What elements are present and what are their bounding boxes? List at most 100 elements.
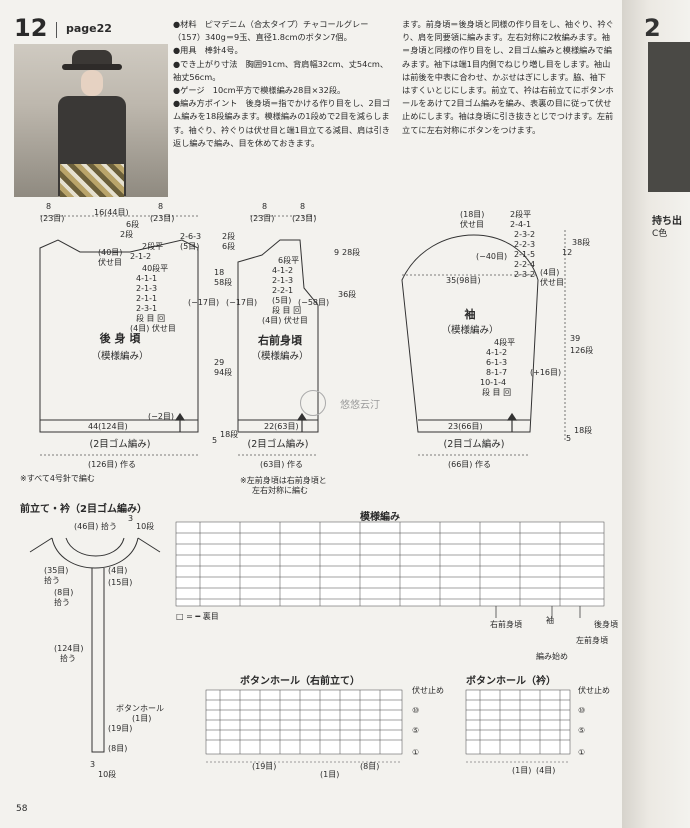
points-text: ●編み方ポイント 後身頃＝指でかける作り目をし、2目ゴム編みを18段編みます。模… [173,98,391,148]
front-top-2: 8 [300,202,306,211]
band-l9: (124目) [54,644,84,653]
hat-shape [72,50,112,68]
back-top-small-4: 6段 [222,242,236,251]
model-photo [14,44,168,197]
points-continued-text: ます。前身頃＝後身頃と同様の作り目をし、袖ぐり、衿ぐり、肩を同要領に編みます。左… [402,19,614,135]
sleeve-h-1: 39 [570,334,581,343]
back-top-small-2: 2段 [120,230,134,239]
back-outline [39,239,199,433]
sleeve-cast-on: (66目) 作る [448,460,491,469]
sleeve-width: 35(98目) [446,276,481,285]
bh2-b1: (4目) [536,766,556,775]
sleeve-cap-7: 2-3-2 [514,270,536,279]
sleeve-cap-3: 2-3-2 [514,230,536,239]
band-l10: 拾う [60,654,76,663]
front-rib: (2目ゴム編み) [247,439,309,450]
back-neck-2: 伏せ目 [98,258,122,267]
buttonhole-chart-2 [465,689,571,763]
band-l7: (8目) [54,588,74,597]
band-outline [51,537,139,569]
sleeve-cap-6: 2-2-4 [514,260,536,269]
band-l3: (35目) [44,566,69,575]
buttonhole2-title: ボタンホール（衿） [466,676,556,687]
back-h-6: 18段 [220,430,239,439]
bh1-b1: (1目) [320,770,340,779]
sleeve-inc-2: 4-1-2 [486,348,508,357]
back-side-1: (−17目) [188,298,220,307]
buttonhole1-title: ボタンホール（右前立て） [240,676,360,687]
back-arm-5: 2-3-1 [136,304,158,313]
sleeve-inc-4: 8-1-7 [486,368,508,377]
front-h-3: 36段 [338,290,357,299]
band-l2: 10段 [136,522,155,531]
back-neck-1: (40目) [98,248,123,257]
front-neck-6: 段 目 回 [272,306,302,315]
sleeve-h-2: 126段 [570,346,594,355]
next-page-strip: 2 持ち出 C色 [622,0,690,828]
front-neck-2: 4-1-2 [272,266,294,275]
watermark-text: 悠悠云汀 [340,400,380,411]
back-h-5: 5 [212,436,218,445]
instructions-column-1: ●材料 ピマデニム（合太タイプ）チャコールグレー（157）340g＝9玉、直径1… [173,18,395,150]
bh1-r2: ⑤ [412,726,420,735]
front-neck-4: 2-2-1 [272,286,294,295]
sleeve-caph-3: 伏せ目 [540,278,564,287]
back-neck-3: 2段平 [142,242,164,251]
pattern-label-start: 編み始め [536,652,568,661]
front-note-2: 左右対称に編む [252,486,308,495]
band-l0: (46目) 拾う [74,522,117,531]
back-top-small-1: 6段 [126,220,140,229]
sleeve-cap-2: 2-4-1 [510,220,532,229]
bh2-b0: (1目) [512,766,532,775]
back-arm-2: 4-1-1 [136,274,158,283]
sleeve-top-2: 伏せ目 [460,220,484,229]
sleeve-outline [401,234,539,433]
back-top-sub-right: (23目) [150,214,175,223]
back-arm-7: (4目) 伏せ目 [130,324,176,333]
band-shoulder [29,537,161,553]
instructions-column-2: ます。前身頃＝後身頃と同様の作り目をし、袖ぐり、衿ぐり、肩を同要領に編みます。左… [402,18,614,137]
tools-text: ●用具 棒針4号。 [173,45,243,56]
next-page-label-2: C色 [652,229,668,239]
band-l12: (1目) [132,714,152,723]
watermark: 悠悠云汀 [300,390,450,420]
sleeve-caph-1: (−40目) [476,252,508,261]
sleeve-top-1: (18目) [460,210,485,219]
band-l5: (4目) [108,566,128,575]
bh1-r3: ① [412,748,420,757]
band-l15: 3 [90,760,96,769]
next-page-photo [648,42,690,192]
back-h-4: 94段 [214,368,233,377]
header-divider [56,22,57,38]
back-arm-6: 段 目 回 [136,314,166,323]
pattern-label-back: 後身頃 [594,620,618,629]
band-l13: (19目) [108,724,133,733]
bh2-r0: 伏せ止め [578,686,610,695]
front-neck-1: 6段平 [278,256,300,265]
page-number: 58 [16,804,28,814]
back-arm-1: 40段平 [142,264,169,273]
buttonhole-chart-1 [205,689,403,763]
front-h-1: 9 [334,248,340,257]
pattern-legend: □ = ━ 裏目 [176,612,219,621]
pattern-chart [175,521,605,618]
buttonhole-chart-1-box [205,689,403,755]
materials-text: ●材料 ピマデニム（合太タイプ）チャコールグレー（157）340g＝9玉、直径1… [173,19,369,43]
back-neck-4: 2-1-2 [130,252,152,261]
band-l14: (8目) [108,744,128,753]
front-h-2: 28段 [342,248,361,257]
band-l4: 拾う [44,576,60,585]
gauge-text: ●ゲージ 10cm平方で模様編み28目×32段。 [173,85,346,96]
band-l1: 3 [128,514,134,523]
back-h-3: 29 [214,358,225,367]
back-rib: (2目ゴム編み) [89,439,151,450]
band-l16: 10段 [98,770,117,779]
pattern-label-right-front: 右前身頃 [490,620,522,629]
sleeve-title: 袖 [464,308,476,321]
front-hem-width: 22(63目) [264,422,299,431]
pattern-number: 12 [14,14,48,42]
next-pattern-number: 2 [644,14,661,42]
sleeve-h-3: 5 [566,434,572,443]
